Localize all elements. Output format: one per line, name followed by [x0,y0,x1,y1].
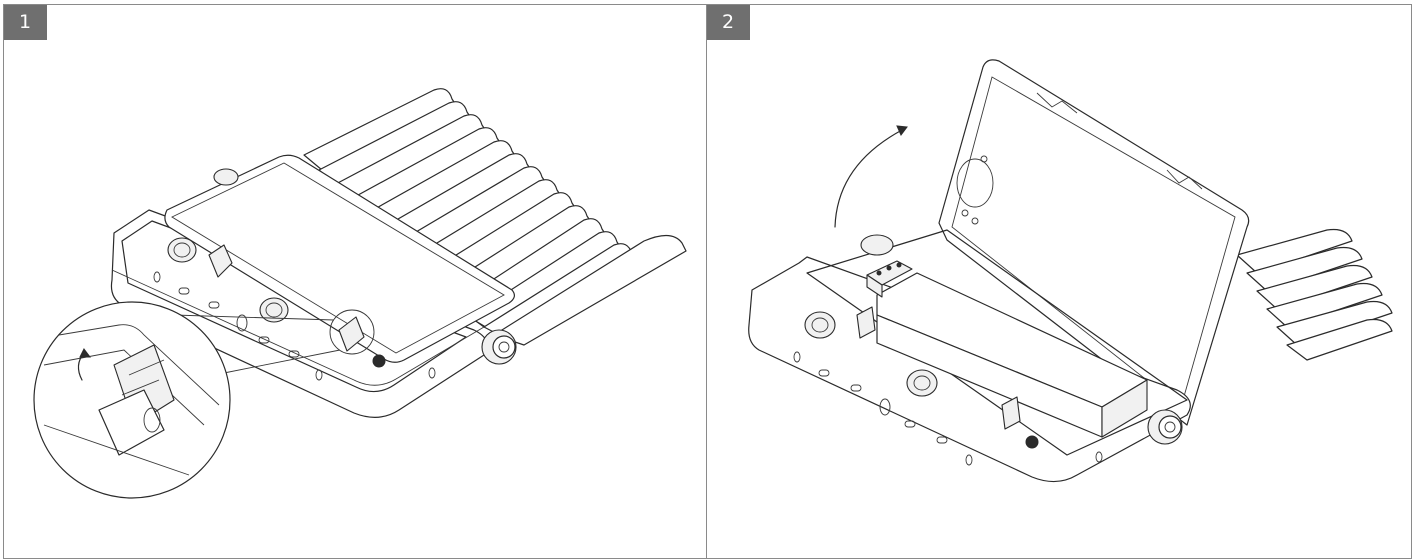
open-lid [938,59,1250,426]
step-2-panel: 2 [707,4,1412,559]
rear-knob [213,168,239,186]
lid-mounting-holes [956,155,994,225]
detail-callout-circle [329,309,375,355]
vent-holes [793,351,1103,466]
terminal-block [866,260,913,298]
open-direction-arrow [834,129,903,228]
vent-holes [153,271,436,381]
cable-gland-left [804,311,836,339]
step-2-badge: 2 [707,5,750,40]
latch-left [208,244,233,278]
cable-gland-middle [906,369,938,397]
step-1-illustration [33,88,687,499]
step-1-panel: 1 [3,4,707,559]
adjustment-knob [481,329,517,365]
latch-right [1001,396,1021,430]
rear-knob [860,234,894,256]
latch-left [856,306,876,339]
heatsink-fins [1236,228,1393,361]
latch-right [338,316,365,352]
latch-detail-magnified [33,301,231,499]
screw-plug [1025,435,1039,449]
step-1-badge: 1 [4,5,47,40]
adjustment-knob-front [1147,409,1183,445]
step-2-illustration [748,59,1393,483]
cable-gland-left [167,237,197,263]
closed-lid [164,154,515,363]
cable-gland-middle [259,297,289,323]
screw-plug [372,354,386,368]
